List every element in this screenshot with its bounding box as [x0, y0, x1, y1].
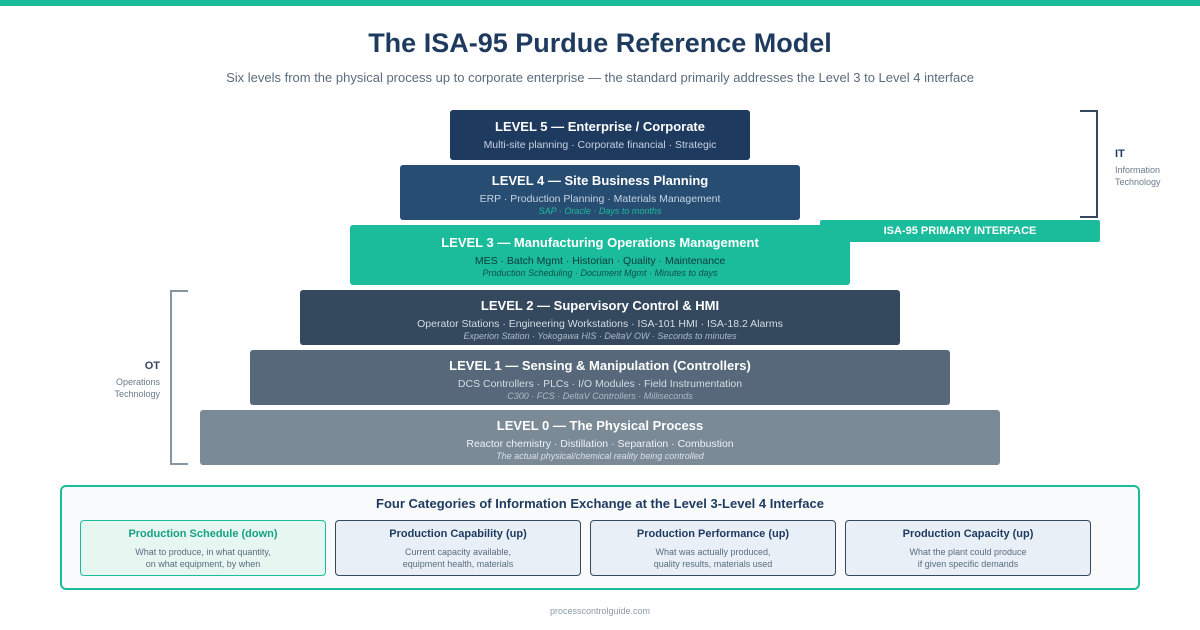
it-label-line1: Information [1115, 165, 1161, 175]
level-1-desc: DCS Controllers · PLCs · I/O Modules · F… [457, 378, 743, 390]
information-exchange-panel: Four Categories of Information Exchange … [60, 485, 1140, 590]
it-bracket [1080, 110, 1098, 218]
level-0-note: The actual physical/chemical reality bei… [496, 451, 704, 461]
card-desc-line1: Current capacity available, [404, 547, 512, 557]
level-2-title: LEVEL 2 — Supervisory Control & HMI [480, 298, 720, 313]
it-label-abbr: IT [1115, 148, 1125, 160]
level-3-block: LEVEL 3 — Manufacturing Operations Manag… [350, 225, 850, 285]
footer-source: processcontrolguide.com [549, 606, 651, 616]
level-0-title: LEVEL 0 — The Physical Process [496, 418, 704, 433]
card-desc: What to produce, in what quantity, on wh… [81, 546, 325, 570]
ot-label: OT Operations Technology [92, 360, 160, 400]
exchange-card-production-capability: Production Capability (up) Current capac… [335, 520, 581, 576]
level-1-note: C300 · FCS · DeltaV Controllers · Millis… [507, 391, 693, 401]
level-4-desc: ERP · Production Planning · Materials Ma… [479, 193, 721, 205]
card-desc: What the plant could produce if given sp… [846, 546, 1090, 570]
card-desc-line2: on what equipment, by when [145, 559, 261, 569]
isa95-interface-badge: ISA-95 PRIMARY INTERFACE [820, 220, 1100, 242]
level-1-block: LEVEL 1 — Sensing & Manipulation (Contro… [250, 350, 950, 405]
level-2-block: LEVEL 2 — Supervisory Control & HMI Oper… [300, 290, 900, 345]
level-2-desc: Operator Stations · Engineering Workstat… [417, 318, 783, 330]
level-5-block: LEVEL 5 — Enterprise / Corporate Multi-s… [450, 110, 750, 160]
card-desc: What was actually produced, quality resu… [591, 546, 835, 570]
level-3-title: LEVEL 3 — Manufacturing Operations Manag… [441, 235, 759, 250]
card-desc-line2: if given specific demands [917, 559, 1019, 569]
exchange-card-production-schedule: Production Schedule (down) What to produ… [80, 520, 326, 576]
ot-bracket [170, 290, 188, 465]
level-4-note: SAP · Oracle · Days to months [538, 206, 662, 216]
page-subtitle: Six levels from the physical process up … [226, 70, 974, 85]
level-5-title: LEVEL 5 — Enterprise / Corporate [495, 119, 705, 134]
ot-label-line2: Technology [114, 389, 160, 399]
level-0-block: LEVEL 0 — The Physical Process Reactor c… [200, 410, 1000, 465]
top-accent-bar [0, 0, 1200, 6]
exchange-card-production-capacity: Production Capacity (up) What the plant … [845, 520, 1091, 576]
card-title: Production Performance (up) [636, 528, 790, 540]
exchange-title: Four Categories of Information Exchange … [376, 496, 824, 511]
card-desc: Current capacity available, equipment he… [336, 546, 580, 570]
card-desc-line1: What to produce, in what quantity, [135, 547, 271, 557]
level-0-desc: Reactor chemistry · Distillation · Separ… [466, 438, 734, 450]
level-1-title: LEVEL 1 — Sensing & Manipulation (Contro… [449, 358, 751, 373]
card-desc-line1: What was actually produced, [655, 547, 771, 557]
level-3-desc: MES · Batch Mgmt · Historian · Quality ·… [474, 255, 726, 267]
page-title: The ISA-95 Purdue Reference Model [368, 28, 832, 58]
card-title: Production Schedule (down) [128, 528, 278, 540]
level-2-note: Experion Station · Yokogawa HIS · DeltaV… [463, 331, 737, 341]
card-desc-line1: What the plant could produce [909, 547, 1027, 557]
card-title: Production Capability (up) [389, 528, 527, 540]
it-label-full: Information Technology [1115, 164, 1161, 188]
card-title: Production Capacity (up) [902, 528, 1034, 540]
exchange-card-production-performance: Production Performance (up) What was act… [590, 520, 836, 576]
level-3-note: Production Scheduling · Document Mgmt · … [482, 268, 718, 278]
it-label: IT Information Technology [1115, 148, 1161, 188]
it-label-line2: Technology [1115, 177, 1161, 187]
ot-label-line1: Operations [115, 377, 160, 387]
card-desc-line2: equipment health, materials [402, 559, 514, 569]
level-5-desc: Multi-site planning · Corporate financia… [483, 139, 717, 151]
ot-label-full: Operations Technology [92, 376, 160, 400]
level-4-title: LEVEL 4 — Site Business Planning [491, 173, 709, 188]
level-4-block: LEVEL 4 — Site Business Planning ERP · P… [400, 165, 800, 220]
ot-label-abbr: OT [144, 360, 160, 372]
card-desc-line2: quality results, materials used [653, 559, 773, 569]
